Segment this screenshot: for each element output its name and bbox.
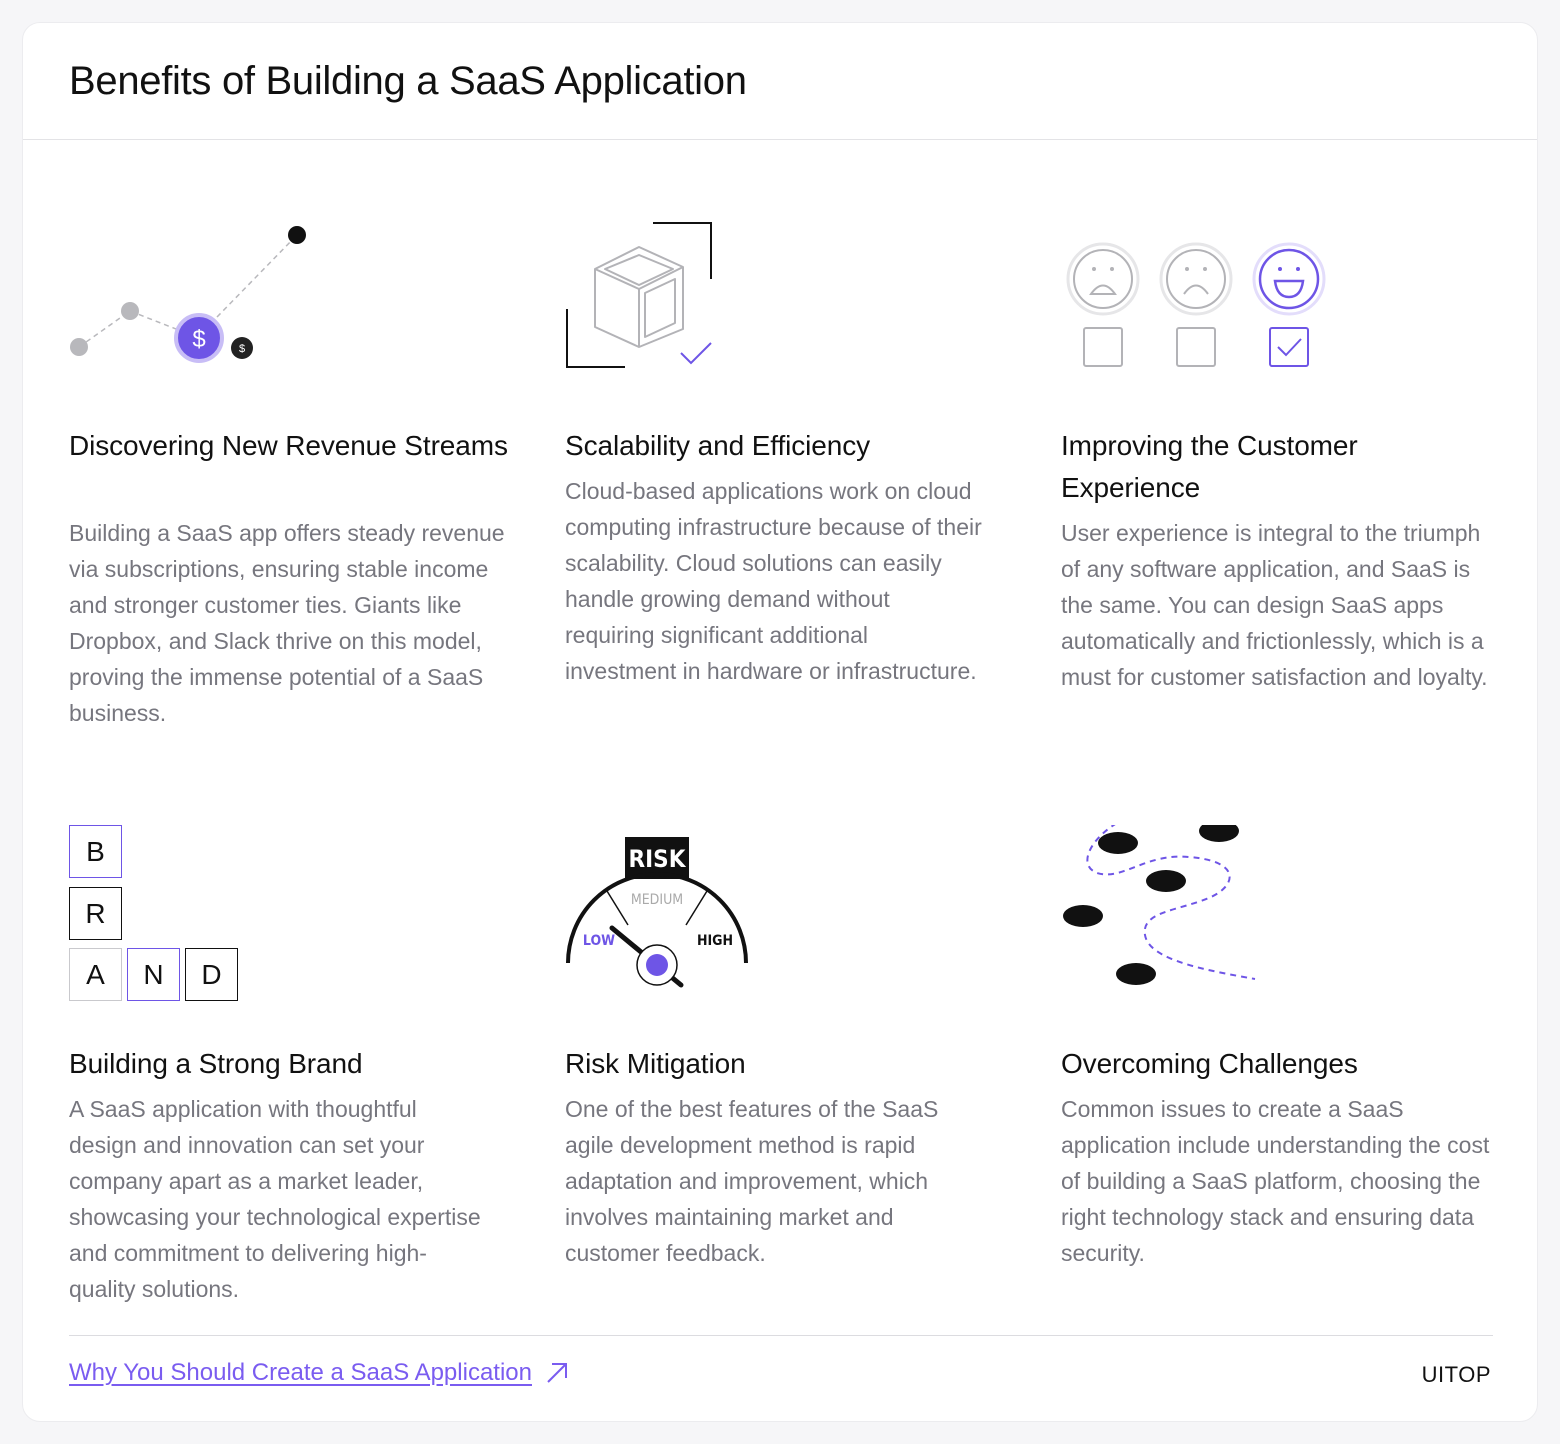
benefit-text: One of the best features of the SaaS agi… <box>565 1096 939 1266</box>
risk-gauge-illustration: RISK MEDIUM LOW HIGH <box>566 837 748 988</box>
brand-letter-n: N <box>127 948 180 1001</box>
brand-letter-a: A <box>69 948 122 1001</box>
benefit-title: Improving the Customer Experience <box>1061 430 1358 503</box>
benefit-text: User experience is integral to the trium… <box>1061 520 1488 690</box>
external-arrow-icon <box>547 1363 567 1383</box>
gauge-label-high: HIGH <box>697 933 733 949</box>
unchecked-checkbox-icon <box>1083 327 1123 367</box>
benefit-text: Common issues to create a SaaS applicati… <box>1061 1096 1490 1266</box>
benefit-title: Overcoming Challenges <box>1061 1048 1358 1079</box>
brand-letter-r: R <box>69 887 122 940</box>
brand-letter-b: B <box>69 825 122 878</box>
sad-face-icon <box>1159 242 1233 316</box>
gauge-label-medium: MEDIUM <box>631 892 683 908</box>
benefit-text: Cloud-based applications work on cloud c… <box>565 478 982 684</box>
saas-article-link[interactable]: Why You Should Create a SaaS Application <box>69 1359 568 1387</box>
benefit-title: Scalability and Efficiency <box>565 430 871 461</box>
benefit-title: Risk Mitigation <box>565 1048 746 1079</box>
page-title: Benefits of Building a SaaS Application <box>69 58 747 103</box>
gauge-label-low: LOW <box>583 933 615 949</box>
unchecked-checkbox-icon <box>1176 327 1216 367</box>
footer-divider <box>69 1335 1493 1336</box>
saas-article-link-label: Why You Should Create a SaaS Application <box>69 1359 532 1386</box>
card-header: Benefits of Building a SaaS Application <box>23 23 1537 140</box>
path-stones-illustration <box>1063 825 1256 985</box>
happy-face-icon <box>1252 242 1326 316</box>
risk-gauge-title: RISK <box>629 845 687 873</box>
benefit-text: Building a SaaS app offers steady revenu… <box>69 520 505 726</box>
small-coin-dollar-sign: $ <box>239 343 245 355</box>
benefit-text: A SaaS application with thoughtful desig… <box>69 1096 481 1302</box>
cube-illustration <box>566 222 712 368</box>
neutral-face-icon <box>1066 242 1140 316</box>
benefit-title: Building a Strong Brand <box>69 1048 363 1079</box>
brand-logo: UITOP <box>1421 1362 1491 1387</box>
benefits-card: Benefits of Building a SaaS Application … <box>22 22 1538 1422</box>
coin-dollar-sign: $ <box>192 326 205 353</box>
revenue-chart-illustration: $ $ <box>70 226 306 363</box>
satisfaction-faces-illustration <box>1066 242 1326 367</box>
benefit-title: Discovering New Revenue Streams <box>69 430 508 461</box>
brand-letters-illustration: B R A N D <box>69 825 249 1005</box>
brand-letter-d: D <box>185 948 238 1001</box>
checked-checkbox-icon <box>1269 327 1309 367</box>
